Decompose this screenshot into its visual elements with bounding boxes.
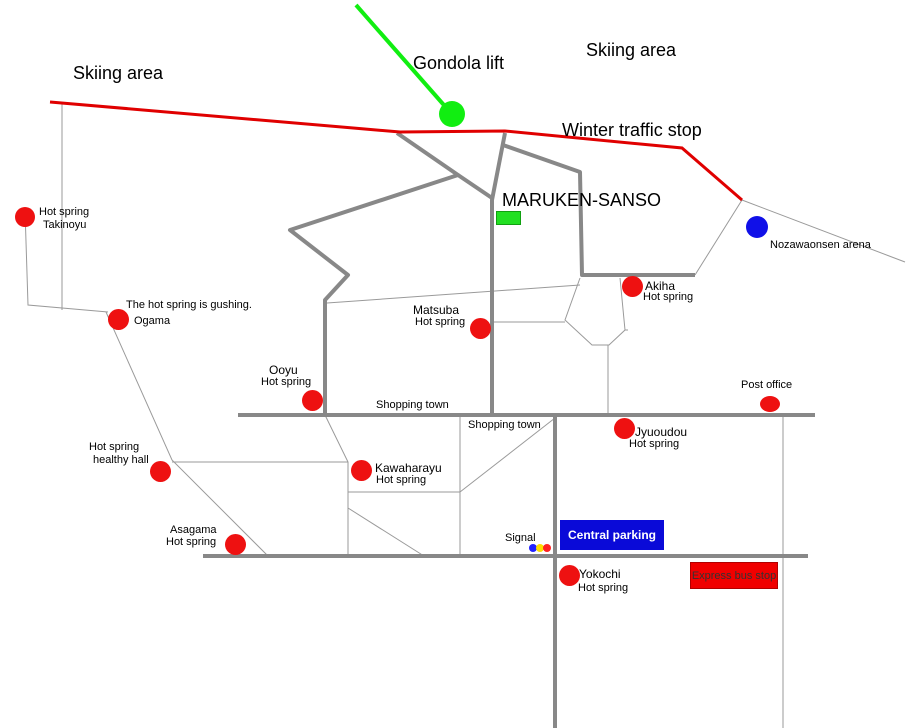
matsuba-label-2: Hot spring [415,316,466,328]
winter-traffic-stop-label: Winter traffic stop [562,120,702,140]
path-ooyu-kawahara [324,414,349,556]
express-bus-stop-box: Express bus stop [690,562,778,589]
healthy-hall-label-2: healthy hall [93,454,149,466]
path-akiha-loop [564,277,626,346]
road-west-zigzag [288,131,460,415]
ogama-label-2: Ogama [134,315,171,327]
maruken-sanso-marker [496,211,521,225]
ogama-marker [108,309,129,330]
gondola-station-marker [439,101,465,127]
skiing-area-left-label: Skiing area [73,63,164,83]
asagama-label-1: Asagama [170,524,217,536]
thin-paths [24,103,906,728]
jyuoudou-label-2: Hot spring [629,438,680,450]
road-link [456,173,494,200]
path-diagonal-sw [347,507,425,557]
path-diagonal-ne [459,417,556,493]
gondola-lift-label: Gondola lift [413,53,505,73]
takinoyu-marker [15,207,35,227]
ooyu-marker [302,390,323,411]
signal-light-yellow [536,544,544,552]
akiha-label-1: Akiha [645,279,676,293]
yokochi-marker [559,565,580,586]
jyuoudou-label-1: Jyuoudou [635,425,688,439]
shopping-town-label-south: Shopping town [468,419,541,431]
shopping-town-label-north: Shopping town [376,399,449,411]
jyuoudou-marker [614,418,635,439]
healthy-hall-label-1: Hot spring [89,441,140,453]
maruken-sanso-label: MARUKEN-SANSO [502,190,662,210]
path-takinoyu-west [24,209,109,313]
road-east-loop [502,143,695,277]
matsuba-marker [470,318,491,339]
central-parking-label: Central parking [567,528,657,542]
akiha-label-2: Hot spring [643,291,694,303]
nozawaonsen-arena-marker [746,216,768,238]
yokochi-label-2: Hot spring [578,582,629,594]
healthy-hall-marker [150,461,171,482]
yokochi-label-1: Yokochi [579,567,621,581]
kawaharayu-marker [351,460,372,481]
path-matsuba-cross [326,284,581,304]
nozawaonsen-arena-label: Nozawaonsen arena [770,239,871,251]
post-office-marker [760,396,780,412]
path-ogama-asagama [105,311,269,557]
kawaharayu-label-2: Hot spring [376,474,427,486]
signal-light-red [543,544,551,552]
matsuba-label-1: Matsuba [413,303,460,317]
kawaharayu-label-1: Kawaharayu [375,461,442,475]
express-bus-stop-label: Express bus stop [691,569,777,582]
post-office-label: Post office [741,379,793,391]
signal-light-blue [529,544,537,552]
ooyu-label-2: Hot spring [261,376,312,388]
akiha-marker [622,276,643,297]
road-central [490,132,507,415]
central-parking-box: Central parking [560,520,664,550]
asagama-label-2: Hot spring [166,536,217,548]
ooyu-label-1: Ooyu [269,363,298,377]
gondola-line [354,3,452,114]
skiing-area-right-label: Skiing area [586,40,677,60]
takinoyu-label-2: Takinoyu [43,219,87,231]
asagama-marker [225,534,246,555]
main-roads [203,131,815,728]
road-winter [49,100,743,202]
path-kawahara-block [348,491,461,556]
signal-label: Signal [505,532,536,544]
path-east-frame [694,199,906,276]
takinoyu-label-1: Hot spring [39,206,90,218]
ogama-label-1: The hot spring is gushing. [126,299,252,311]
